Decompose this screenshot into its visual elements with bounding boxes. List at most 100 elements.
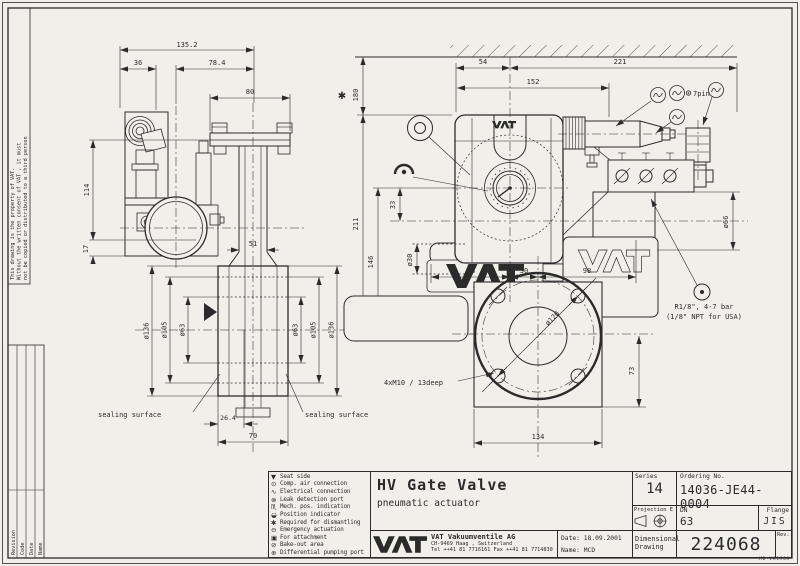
mech-pos-icon: ♏ (271, 503, 277, 512)
doc-type-cell: Dimensional Drawing (633, 531, 681, 557)
air-port-note-line2: (1/8" NPT for USA) (666, 313, 742, 321)
dim-26-4: 26.4 (220, 414, 236, 422)
ordering-label: Ordering No. (680, 473, 725, 480)
dn-value: 63 (680, 515, 694, 528)
legend-item: ✱Required for dismantling (271, 519, 369, 526)
drawing-title: HV Gate Valve (377, 476, 508, 494)
date-label: Date: (561, 534, 580, 542)
company-phone: Tel ++41 81 7716161 Fax ++41 81 7714830 (431, 547, 553, 554)
position-indicator-symbol (393, 163, 489, 192)
legend-item: ♏Mech. pos. indication (271, 504, 369, 511)
dn-label: DN (680, 507, 688, 514)
attachment-icon: ▣ (271, 533, 278, 542)
leak-detection-icon: ⊗ (271, 495, 277, 504)
revision-block: Revision Code Date Name (7, 344, 45, 559)
flange-cell: Flange JIS (759, 506, 791, 530)
comp-air-icon: ⊙ (271, 480, 277, 489)
electrical-connection-symbols: 7pin (615, 82, 724, 134)
legend-item: ⊕Differential pumping port (271, 549, 369, 558)
dim-211: 211 (352, 218, 360, 231)
rev-cell: Rev. (775, 531, 791, 557)
document-number: 224068 (690, 533, 762, 555)
company-address: CH-9469 Haag , Switzerland (431, 540, 513, 547)
corner-code: MB VA1MGA (759, 556, 790, 561)
position-indicator-icon: ◒ (271, 510, 277, 519)
air-connection-symbol: R1/8", 4-7 bar (1/8" NPT for USA) (650, 198, 742, 321)
series-label: Series (635, 473, 658, 480)
ordering-value: 14036-JE44-0004 (680, 483, 763, 511)
legend-label: Comp. air connection (280, 481, 347, 488)
vat-logo (373, 535, 427, 553)
dim-70: 70 (249, 432, 257, 440)
projection-symbol-icon (634, 514, 667, 528)
seat-side-marker (204, 303, 217, 321)
dim-dia30: ø30 (406, 254, 414, 267)
code-col-label: Code (20, 543, 26, 556)
property-note-line3: not be copied or distributed to a third … (23, 136, 29, 280)
dim-80: 80 (246, 88, 254, 96)
dim-dia105-left: ø105 (161, 322, 169, 339)
dim-134: 134 (532, 433, 545, 441)
bolt-hole-note: 4xM10 / 13deep (384, 379, 443, 387)
name-value: MCD (583, 546, 596, 554)
dim-221: 221 (614, 58, 627, 66)
legend-label: Mech. pos. indication (280, 504, 351, 511)
right-view: 7pin R1/8", 4-7 bar (1/8" NPT for USA) (343, 45, 748, 458)
dim-51: 51 (249, 240, 257, 248)
electrical-icon: ∿ (271, 488, 277, 497)
dim-dia136-right: ø136 (328, 322, 336, 339)
dim-dia63-left: ø63 (179, 324, 187, 337)
dim-dia66: ø66 (722, 216, 730, 229)
mounting-clamp (607, 152, 714, 193)
doc-type-line2: Drawing (635, 543, 664, 551)
ordering-cell: Ordering No. 14036-JE44-0004 (677, 472, 791, 511)
dim-33: 33 (389, 201, 397, 209)
legend-label: For attachment (280, 534, 327, 541)
dim-114: 114 (83, 184, 91, 197)
air-port-note-line1: R1/8", 4-7 bar (674, 303, 733, 311)
dim-30: 30 (520, 267, 528, 275)
dim-36: 36 (134, 59, 142, 67)
legend-label: Position indicator (280, 511, 341, 518)
legend-item: ⊖Emergency actuation (271, 526, 369, 535)
legend-label: Bake-out area (280, 542, 324, 549)
seat-side-icon: ▼ (271, 472, 276, 481)
dim-135-2: 135.2 (176, 41, 197, 49)
flange-label: Flange (766, 507, 789, 514)
sealing-surface-right-label: sealing surface (305, 411, 368, 419)
dim-dia136-left: ø136 (143, 323, 151, 340)
left-view (120, 103, 354, 454)
date-value: 18.09.2001 (583, 534, 622, 542)
doc-type-line1: Dimensional (635, 535, 681, 543)
dim-180: 180 (352, 89, 360, 102)
dismantling-icon: ✱ (271, 518, 277, 527)
legend-label: Electrical connection (280, 489, 351, 496)
title-block: ▼Seat side ⊙Comp. air connection ∿Electr… (268, 471, 792, 558)
company-name: VAT Vakuumventile AG (431, 533, 516, 542)
legend-label: Emergency actuation (280, 527, 344, 534)
legend-item: ▣For attachment (271, 533, 369, 542)
dim-73: 73 (628, 367, 636, 375)
right-view-dimensions: 54 221 152 33 ø30 78 30 98 ø120 73 134 (384, 58, 740, 448)
symbol-legend: ▼Seat side ⊙Comp. air connection ∿Electr… (269, 472, 371, 557)
revision-col-label: Revision (11, 530, 17, 555)
legend-label: Differential pumping port (280, 550, 364, 557)
dim-78: 78 (467, 267, 475, 275)
dim-dia63-right: ø63 (292, 324, 300, 337)
left-view-dimensions: 135.2 36 78.4 80 114 17 51 ø136 ø105 ø63 (82, 41, 368, 446)
projection-label: Projection E (634, 507, 673, 513)
legend-item: ▼Seat side (271, 472, 369, 481)
dim-78-4: 78.4 (209, 59, 226, 67)
legend-item: ∿Electrical connection (271, 488, 369, 497)
drawing-subtitle: pneumatic actuator (377, 498, 480, 509)
series-value: 14 (646, 481, 663, 497)
dim-146: 146 (367, 256, 375, 269)
property-note: This drawing is the property of VAT. Wit… (7, 7, 31, 285)
emergency-actuation-icon: ⊖ (271, 526, 277, 535)
date-name-cell: Date: 18.09.2001 Name: MCD (558, 531, 632, 557)
projection-cell: Projection E (633, 506, 677, 530)
legend-item: ⊘Bake-out area (271, 542, 369, 549)
diff-pumping-icon: ⊕ (271, 549, 277, 558)
company-cell: VAT Vakuumventile AG CH-9469 Haag , Swit… (371, 531, 558, 557)
